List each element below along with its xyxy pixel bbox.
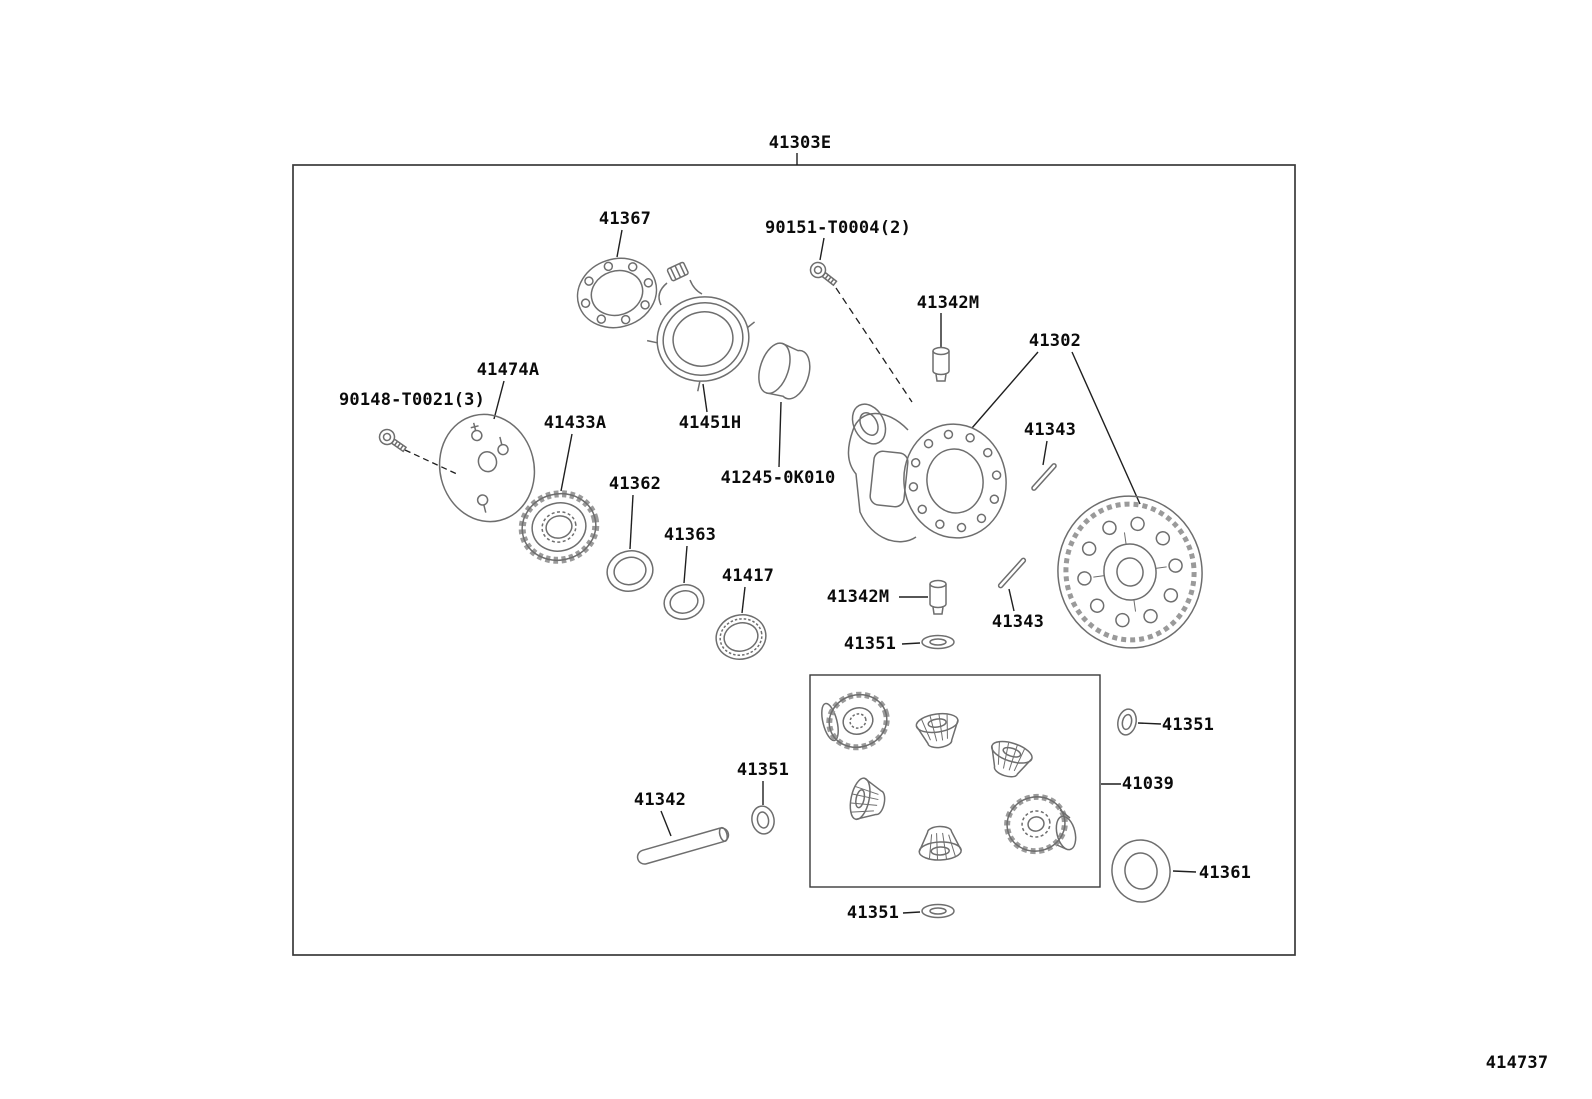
dashed-lines — [404, 287, 913, 476]
part-label-90148-t0021(3): 90148-T0021(3) — [338, 390, 486, 410]
part-label-41351: 41351 — [1161, 715, 1215, 735]
part-label-41039: 41039 — [1121, 774, 1175, 794]
ring-gear — [1057, 495, 1203, 649]
washer-41351-c — [751, 805, 775, 835]
bushing-41245 — [758, 342, 811, 400]
part-label-41367: 41367 — [598, 209, 652, 229]
part-label-41343: 41343 — [1023, 420, 1077, 440]
ring-41417 — [715, 614, 767, 660]
assembly-label-41303e: 41303E — [768, 133, 832, 153]
diagram-outer-box — [292, 164, 1296, 956]
part-label-41351: 41351 — [736, 760, 790, 780]
part-label-41351: 41351 — [846, 903, 900, 923]
pin-41343-upper — [1031, 463, 1057, 491]
rotor-41433a — [518, 490, 600, 564]
part-label-41342: 41342 — [633, 790, 687, 810]
part-label-41343: 41343 — [991, 612, 1045, 632]
part-label-41342m: 41342M — [916, 293, 980, 313]
part-label-41451h: 41451H — [678, 413, 742, 433]
part-label-41245-0k010: 41245-0K010 — [720, 468, 836, 488]
part-label-41362: 41362 — [608, 474, 662, 494]
retainer-41451h — [646, 261, 756, 392]
ring-41362 — [606, 550, 654, 592]
leader-lines — [493, 229, 1197, 914]
part-label-41474a: 41474A — [476, 360, 540, 380]
part-label-41342m: 41342M — [826, 587, 890, 607]
differential-case-41302 — [847, 403, 1007, 543]
shaft-41342 — [636, 826, 730, 865]
part-label-41417: 41417 — [721, 566, 775, 586]
part-label-41363: 41363 — [663, 525, 717, 545]
part-label-41433a: 41433A — [543, 413, 607, 433]
washer-41361 — [1111, 839, 1171, 903]
gear-kit-box — [809, 674, 1101, 888]
pin-41343-lower — [997, 557, 1027, 589]
page-code-414737: 414737 — [1485, 1053, 1549, 1073]
part-label-41351: 41351 — [843, 634, 897, 654]
gear-kit-41039 — [821, 691, 1077, 862]
part-label-90151-t0004(2): 90151-T0004(2) — [764, 218, 912, 238]
plate-41474a — [438, 413, 536, 523]
ring-41363 — [663, 584, 705, 620]
part-label-41361: 41361 — [1198, 863, 1252, 883]
part-label-41302: 41302 — [1028, 331, 1082, 351]
gasket-41367 — [576, 257, 658, 329]
washer-41351-b — [1117, 708, 1137, 736]
